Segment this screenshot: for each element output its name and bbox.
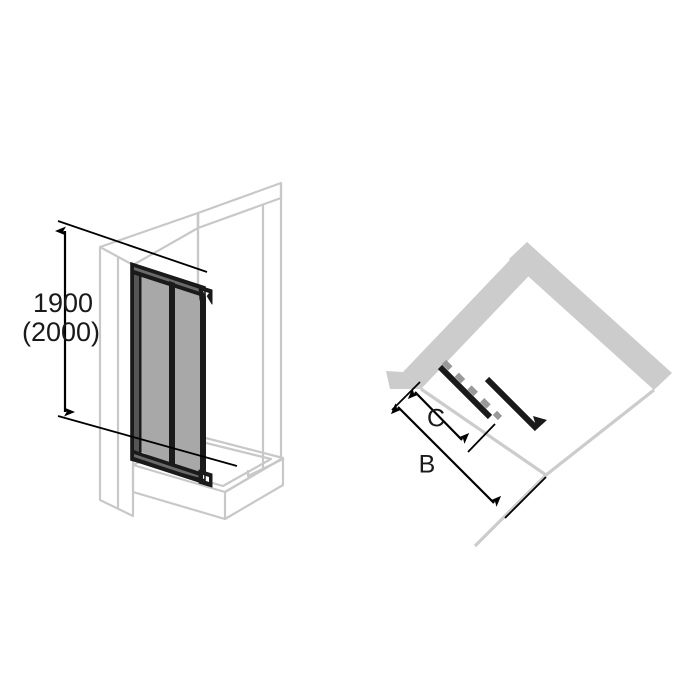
door-frame	[130, 261, 213, 488]
plan-inner-lines	[420, 387, 655, 548]
plan-view: C B	[386, 242, 672, 548]
height-dim-extension-bottom	[57, 415, 238, 467]
dimension-b-extension-end	[504, 476, 547, 519]
height-dim-primary-label: 1900	[33, 288, 93, 318]
right-wall-front-face	[246, 198, 283, 478]
elevation-view: 1900 (2000)	[22, 181, 285, 521]
height-dim-extension-top	[57, 220, 208, 273]
plan-door-assembly	[437, 359, 547, 432]
tray-right-face	[224, 456, 285, 520]
dimension-b-label: B	[419, 451, 436, 479]
plan-door-leaf-2	[484, 376, 540, 432]
handle-hook-top	[198, 285, 213, 305]
glass-panel-right	[175, 283, 203, 475]
height-dim-alternate-label: (2000)	[22, 317, 100, 347]
frame-left-post-highlight	[134, 266, 139, 452]
plan-walls	[386, 242, 672, 390]
plan-floor-diagonal	[473, 473, 548, 548]
dimension-b-line	[390, 403, 502, 507]
dimension-c: C	[405, 381, 496, 453]
left-wall-back-edge	[99, 211, 200, 266]
frame-top-rail-highlight	[134, 267, 203, 293]
dimension-b: B	[390, 395, 547, 519]
plan-door-swing-arrow	[533, 416, 547, 429]
frame-bottom-rail-highlight	[134, 454, 203, 480]
frame-center-mullion	[169, 281, 175, 466]
door-outline	[130, 261, 206, 482]
left-wall-pillar	[98, 245, 135, 518]
plan-door-track-dashed	[441, 359, 503, 421]
right-wall-top-ridge	[196, 181, 283, 230]
dimension-c-label: C	[427, 405, 445, 433]
plan-wall-left-band	[403, 242, 545, 389]
plan-wall-left-stub	[386, 371, 421, 389]
plan-inner-corner-line	[420, 387, 655, 477]
plan-wall-right-band	[509, 242, 672, 390]
plan-door-leaf-1	[437, 364, 493, 420]
door-glass-panels	[141, 272, 203, 475]
glass-panel-left	[141, 272, 169, 464]
tray-front-face	[131, 465, 227, 521]
height-dimension: 1900 (2000)	[22, 220, 238, 467]
